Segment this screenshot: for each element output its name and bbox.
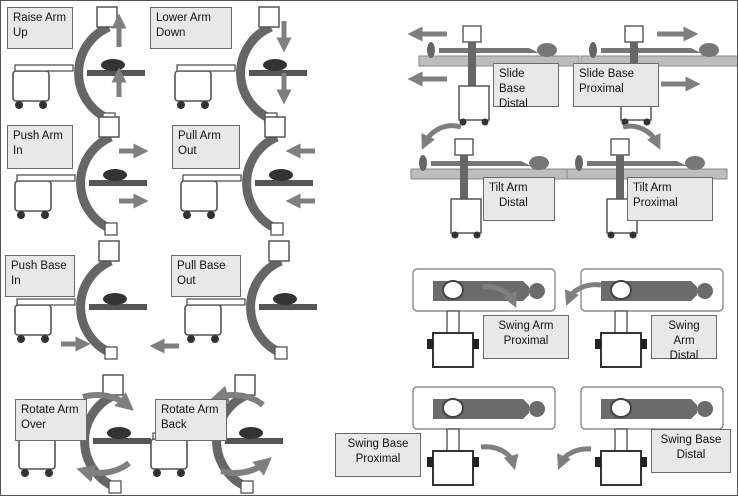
rotate-back-arrow-icon bbox=[210, 385, 272, 476]
tilt-right-arrow-icon bbox=[622, 123, 661, 150]
swing-base-right-arrow-icon bbox=[480, 444, 519, 471]
left-arrow-icon bbox=[285, 143, 315, 209]
tilt-left-arrow-icon bbox=[421, 123, 462, 150]
swing-base-proximal-figure bbox=[412, 386, 556, 486]
swing-arm-right-arrow-icon bbox=[482, 284, 517, 308]
slide-left-arrow-icon bbox=[407, 26, 447, 87]
slide-right-arrow-icon bbox=[657, 26, 701, 92]
right-arrow-icon bbox=[119, 143, 149, 209]
swing-arm-left-arrow-icon bbox=[564, 282, 602, 306]
rotate-arrow-icon bbox=[76, 392, 134, 483]
swing-base-left-arrow-icon bbox=[557, 446, 592, 470]
